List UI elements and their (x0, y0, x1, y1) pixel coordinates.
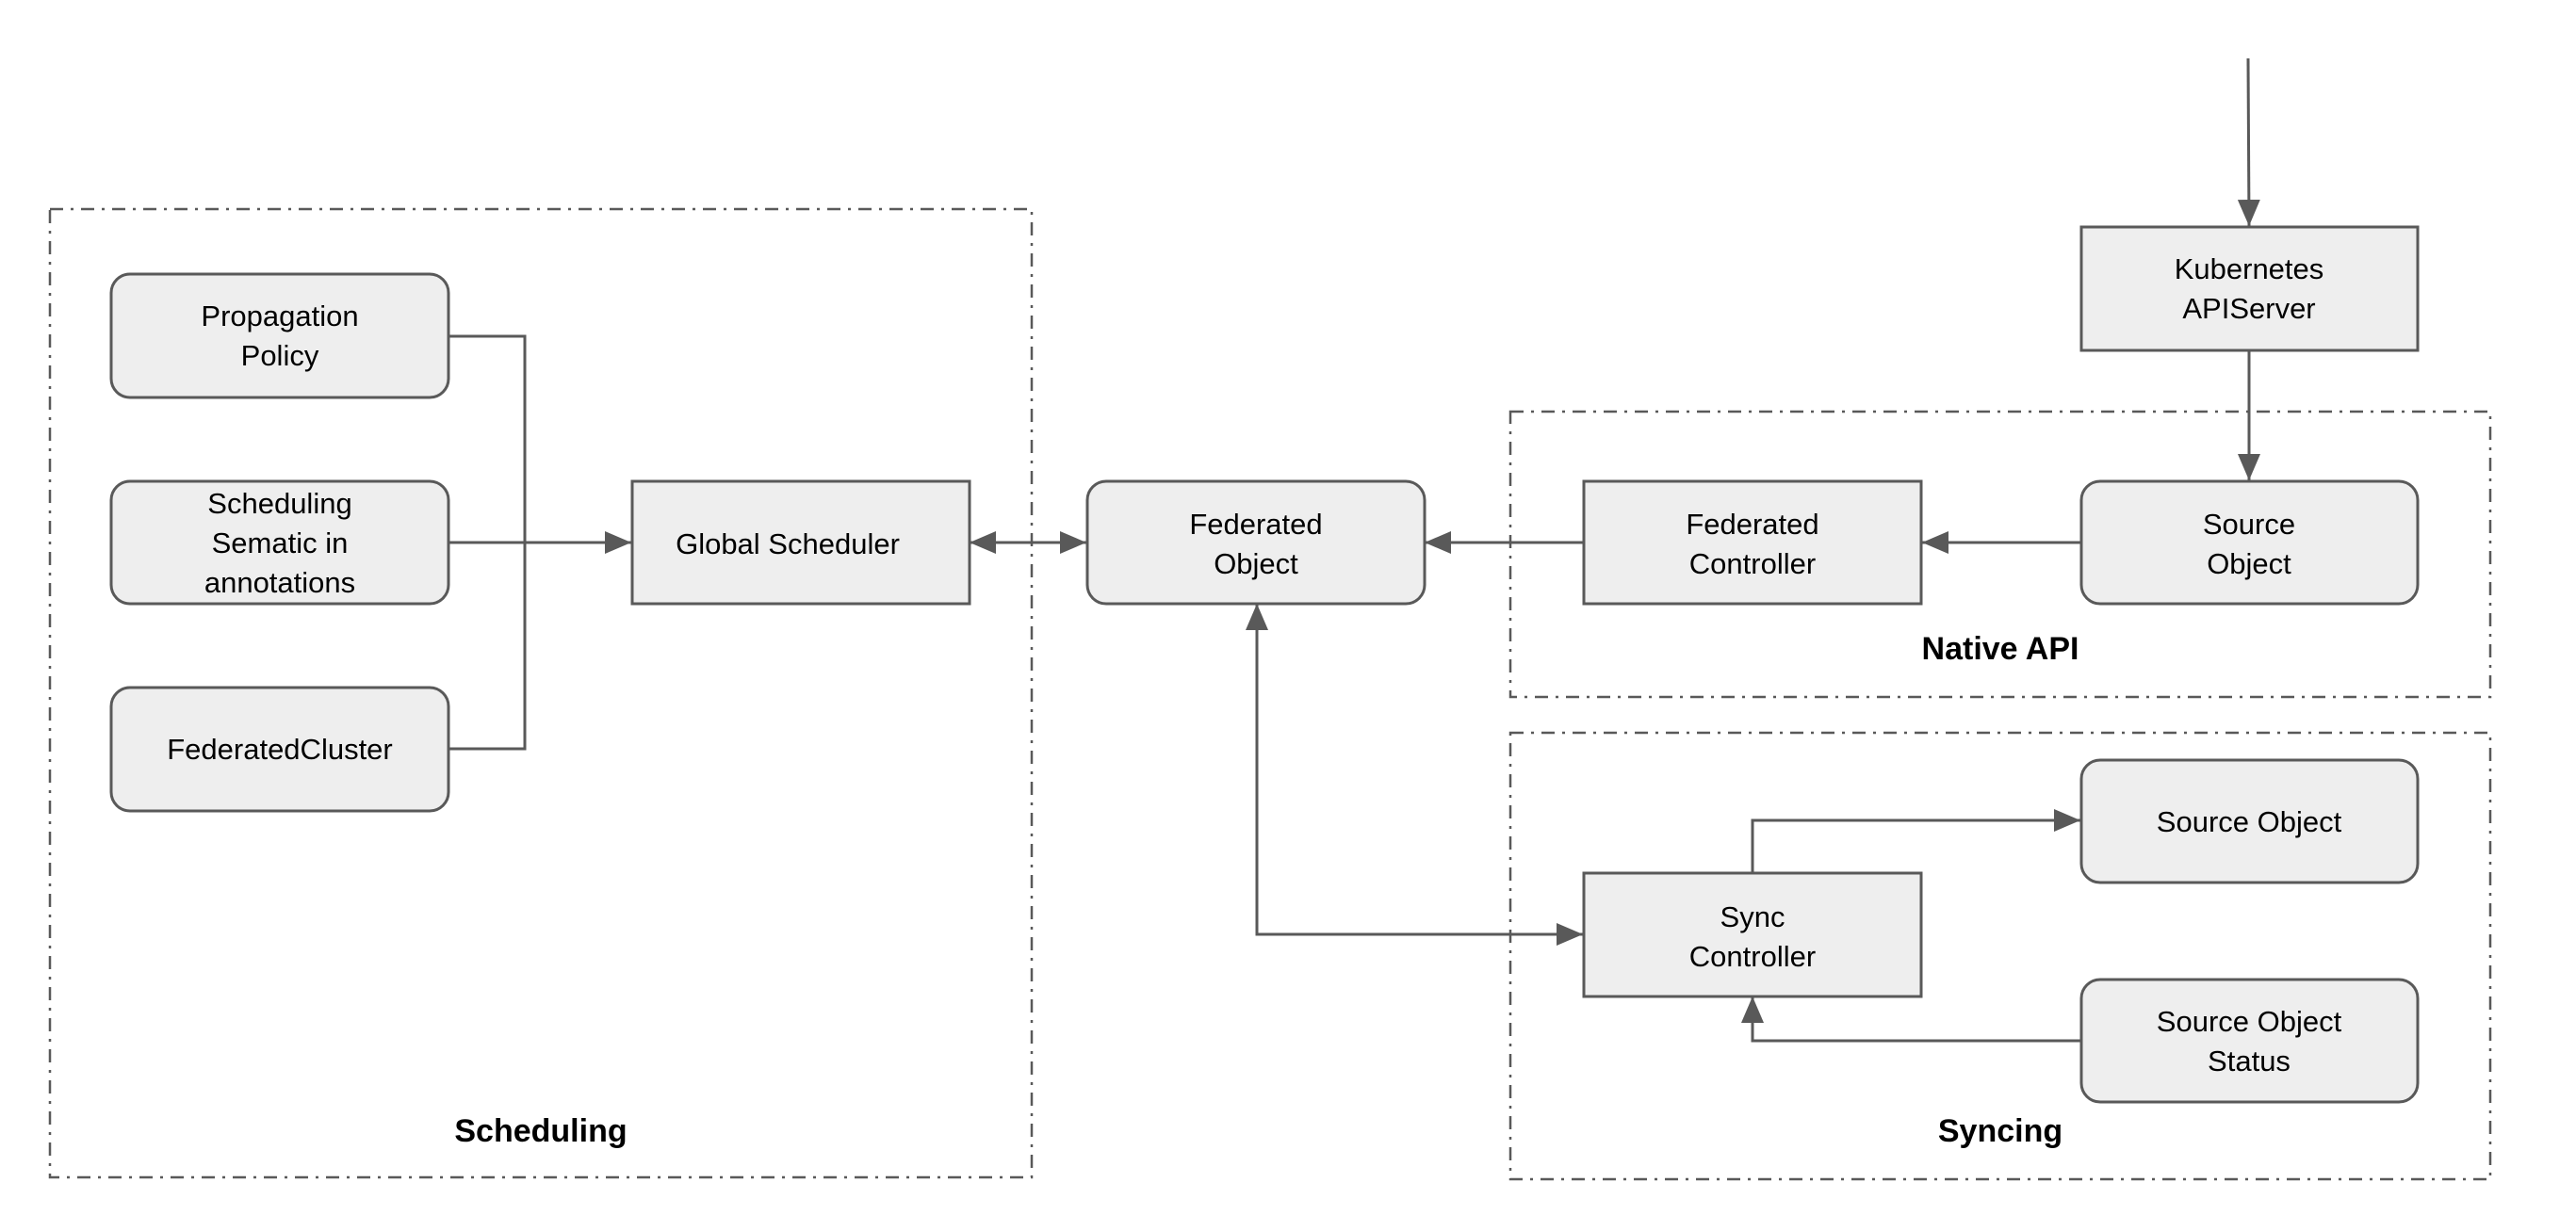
edge-propagation-policy-connector (448, 334, 527, 543)
node-propagation-policy-line-1: Propagation (201, 300, 358, 332)
node-federated-cluster-line-1: FederatedCluster (167, 733, 393, 766)
group-scheduling (48, 207, 1034, 1179)
node-source-object-status-line-2: Status (2208, 1045, 2291, 1077)
node-federated-cluster[interactable]: FederatedCluster (109, 686, 450, 813)
node-kubernetes-apiserver[interactable]: Kubernetes APIServer (2079, 225, 2420, 352)
node-propagation-policy[interactable]: Propagation Policy (109, 272, 450, 399)
groups (48, 207, 2492, 1181)
node-kubernetes-apiserver-line-2: APIServer (2182, 292, 2315, 325)
node-federated-object-line-1: Federated (1189, 508, 1322, 541)
node-federated-object[interactable]: Federated Object (1085, 479, 1427, 606)
node-source-object-native[interactable]: Source Object (2079, 479, 2420, 606)
node-source-object-sync[interactable]: Source Object (2079, 758, 2420, 884)
group-label-syncing: Syncing (1938, 1113, 2062, 1149)
node-source-object-native-line-2: Object (2207, 547, 2291, 580)
node-source-object-sync-line-1: Source Object (2157, 805, 2342, 838)
group-native-api (1508, 410, 2492, 699)
node-kubernetes-apiserver-line-1: Kubernetes (2175, 252, 2324, 285)
node-federated-controller[interactable]: Federated Controller (1582, 479, 1923, 606)
edges (448, 57, 2260, 1043)
node-sync-controller[interactable]: Sync Controller (1582, 871, 1923, 998)
node-sync-controller-line-1: Sync (1720, 900, 1785, 933)
node-federated-controller-line-1: Federated (1686, 508, 1818, 541)
node-sync-controller-line-2: Controller (1689, 940, 1816, 973)
node-scheduling-semantic-line-2: Sematic in (212, 526, 349, 559)
node-propagation-policy-line-2: Policy (241, 339, 319, 372)
node-source-object-status[interactable]: Source Object Status (2079, 978, 2420, 1104)
node-scheduling-semantic-line-1: Scheduling (207, 487, 351, 520)
node-federated-controller-line-2: Controller (1689, 547, 1816, 580)
group-labels: Scheduling Native API Syncing (454, 631, 2079, 1149)
group-label-native-api: Native API (1922, 631, 2079, 667)
node-global-scheduler-line-1: Global Scheduler (676, 527, 900, 560)
nodes: Propagation Policy Scheduling Sematic in… (109, 225, 2420, 1104)
edge-external-to-kubernetes-apiserver (2237, 57, 2260, 227)
node-scheduling-semantic-line-3: annotations (204, 566, 355, 599)
group-syncing (1508, 731, 2492, 1181)
group-label-scheduling: Scheduling (454, 1113, 627, 1149)
edge-federated-object-sync-controller (1246, 604, 1583, 946)
node-source-object-native-line-1: Source (2203, 508, 2295, 541)
node-federated-object-line-2: Object (1214, 547, 1298, 580)
edge-sync-controller-to-source-object (1751, 809, 2080, 872)
node-global-scheduler[interactable]: Global Scheduler (630, 479, 971, 606)
node-scheduling-semantic[interactable]: Scheduling Sematic in annotations (109, 479, 450, 606)
node-source-object-status-line-1: Source Object (2157, 1005, 2342, 1038)
edge-source-object-status-to-sync-controller (1741, 996, 2080, 1043)
edge-federated-cluster-connector (448, 543, 527, 751)
